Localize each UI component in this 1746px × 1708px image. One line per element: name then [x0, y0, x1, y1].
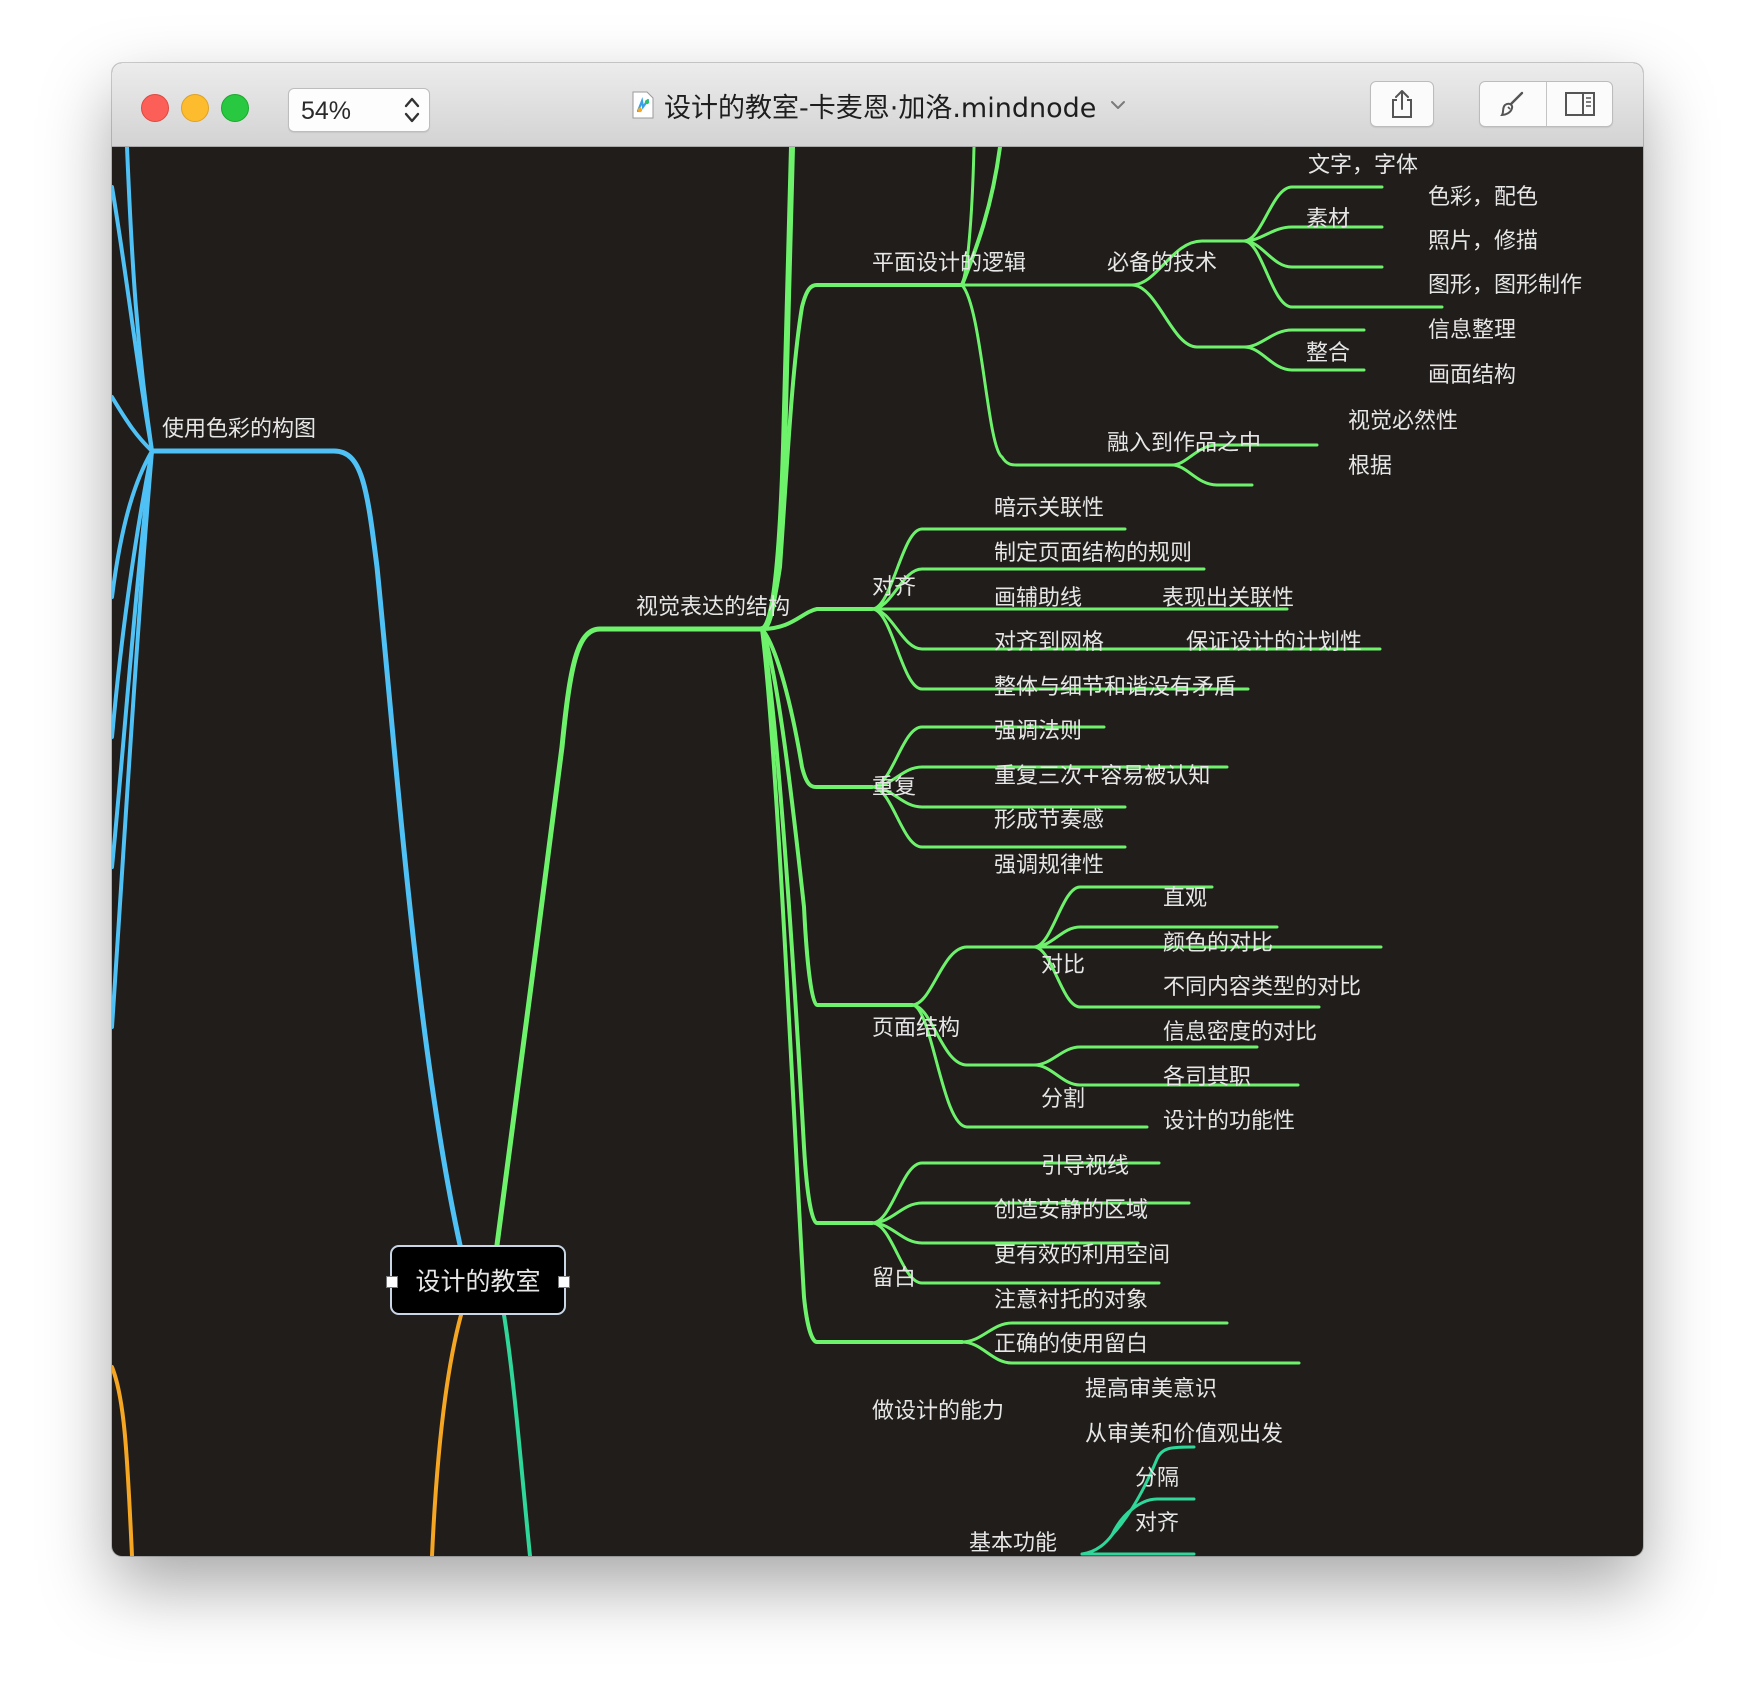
- brush-icon: [1500, 91, 1524, 117]
- node-split[interactable]: 分割: [1041, 1087, 1086, 1112]
- node-plan-design[interactable]: 保证设计的计划性: [1186, 630, 1363, 655]
- node-contrast[interactable]: 对比: [1041, 953, 1086, 978]
- node-value[interactable]: 从审美和价值观出发: [1085, 1422, 1284, 1447]
- node-imply-relation[interactable]: 暗示关联性: [994, 496, 1105, 521]
- node-into-work[interactable]: 融入到作品之中: [1107, 431, 1262, 456]
- root-node[interactable]: 设计的教室: [386, 1245, 570, 1315]
- stepper-arrows-icon[interactable]: [403, 94, 421, 126]
- title-bar: 54% 设计的教室-卡麦恩·加洛.mindnode: [112, 63, 1643, 147]
- node-align[interactable]: 对齐: [872, 575, 917, 600]
- chevron-down-icon[interactable]: [1110, 99, 1126, 111]
- node-use-space[interactable]: 更有效的利用空间: [994, 1243, 1171, 1268]
- sidebar-icon: [1564, 92, 1595, 116]
- node-intuitive[interactable]: 直观: [1163, 886, 1208, 911]
- root-node-label: 设计的教室: [415, 1267, 541, 1296]
- zoom-value: 54%: [301, 97, 352, 125]
- node-visual-structure[interactable]: 视觉表达的结构: [636, 595, 791, 620]
- node-aesthetic[interactable]: 提高审美意识: [1085, 1377, 1218, 1402]
- node-color-composition[interactable]: 使用色彩的构图: [162, 417, 317, 442]
- node-colors[interactable]: 色彩，配色: [1428, 185, 1539, 210]
- node-quiet-area[interactable]: 创造安静的区域: [994, 1198, 1149, 1223]
- node-correct-whitespace[interactable]: 正确的使用留白: [994, 1332, 1149, 1357]
- node-basis[interactable]: 根据: [1348, 454, 1393, 479]
- node-ability[interactable]: 做设计的能力: [872, 1399, 1005, 1424]
- node-planar-logic[interactable]: 平面设计的逻辑: [872, 251, 1027, 276]
- node-visual-necessity[interactable]: 视觉必然性: [1348, 409, 1459, 434]
- inspector-segmented-control: [1479, 81, 1613, 127]
- node-guides[interactable]: 画辅助线: [994, 586, 1083, 611]
- window-title: 设计的教室-卡麦恩·加洛.mindnode: [664, 92, 1097, 124]
- node-each-role[interactable]: 各司其职: [1163, 1065, 1252, 1090]
- node-page-struct[interactable]: 页面结构: [872, 1016, 961, 1041]
- node-skills[interactable]: 必备的技术: [1107, 251, 1218, 276]
- right-resize-handle[interactable]: [558, 1276, 570, 1288]
- mindmap-connectors: [112, 147, 1444, 1556]
- mindnode-window: 54% 设计的教室-卡麦恩·加洛.mindnode: [112, 63, 1643, 1556]
- node-function[interactable]: 设计的功能性: [1163, 1109, 1296, 1134]
- node-grid-align[interactable]: 对齐到网格: [994, 630, 1105, 655]
- mindmap-canvas[interactable]: 文字，字体 使用色彩的构图 视觉表达的结构 平面设计的逻辑 必备的技术 素材 色…: [112, 147, 1643, 1556]
- minimize-button[interactable]: [181, 94, 209, 122]
- node-content-contrast[interactable]: 不同内容类型的对比: [1163, 975, 1362, 1000]
- node-basic-function[interactable]: 基本功能: [969, 1531, 1058, 1556]
- node-emphasize-rule[interactable]: 强调法则: [994, 719, 1083, 744]
- node-text-font[interactable]: 文字，字体: [1308, 153, 1419, 178]
- node-separate[interactable]: 分隔: [1135, 1466, 1180, 1491]
- node-photos[interactable]: 照片，修描: [1428, 229, 1539, 254]
- node-graphics[interactable]: 图形，图形制作: [1428, 273, 1583, 298]
- node-color-contrast[interactable]: 颜色的对比: [1163, 931, 1274, 956]
- node-align-2[interactable]: 对齐: [1135, 1511, 1180, 1536]
- zoom-window-button[interactable]: [221, 94, 249, 122]
- document-title[interactable]: 设计的教室-卡麦恩·加洛.mindnode: [632, 85, 1126, 125]
- node-frame-struct[interactable]: 画面结构: [1428, 363, 1517, 388]
- style-button[interactable]: [1480, 82, 1546, 126]
- node-rhythm[interactable]: 形成节奏感: [994, 808, 1105, 833]
- node-guide-sight[interactable]: 引导视线: [1041, 1154, 1130, 1179]
- share-icon: [1392, 90, 1412, 118]
- sidebar-toggle-button[interactable]: [1547, 82, 1612, 126]
- node-three-times[interactable]: 重复三次+容易被认知: [994, 764, 1211, 789]
- node-whitespace[interactable]: 留白: [872, 1266, 917, 1291]
- left-resize-handle[interactable]: [386, 1276, 398, 1288]
- mindnode-document-icon: [632, 91, 654, 119]
- node-regularity[interactable]: 强调规律性: [994, 853, 1105, 878]
- share-button[interactable]: [1370, 81, 1434, 127]
- node-density-contrast[interactable]: 信息密度的对比: [1163, 1020, 1318, 1045]
- node-harmony[interactable]: 整体与细节和谐没有矛盾: [994, 675, 1237, 700]
- node-info-sort[interactable]: 信息整理: [1428, 318, 1517, 343]
- node-page-rules[interactable]: 制定页面结构的规则: [994, 541, 1193, 566]
- node-repeat[interactable]: 重复: [872, 775, 917, 800]
- node-material[interactable]: 素材: [1306, 207, 1351, 232]
- node-integrate[interactable]: 整合: [1306, 341, 1351, 366]
- zoom-stepper[interactable]: 54%: [288, 88, 430, 132]
- node-show-relation[interactable]: 表现出关联性: [1162, 586, 1295, 611]
- close-button[interactable]: [141, 94, 169, 122]
- node-contrast-object[interactable]: 注意衬托的对象: [994, 1288, 1149, 1313]
